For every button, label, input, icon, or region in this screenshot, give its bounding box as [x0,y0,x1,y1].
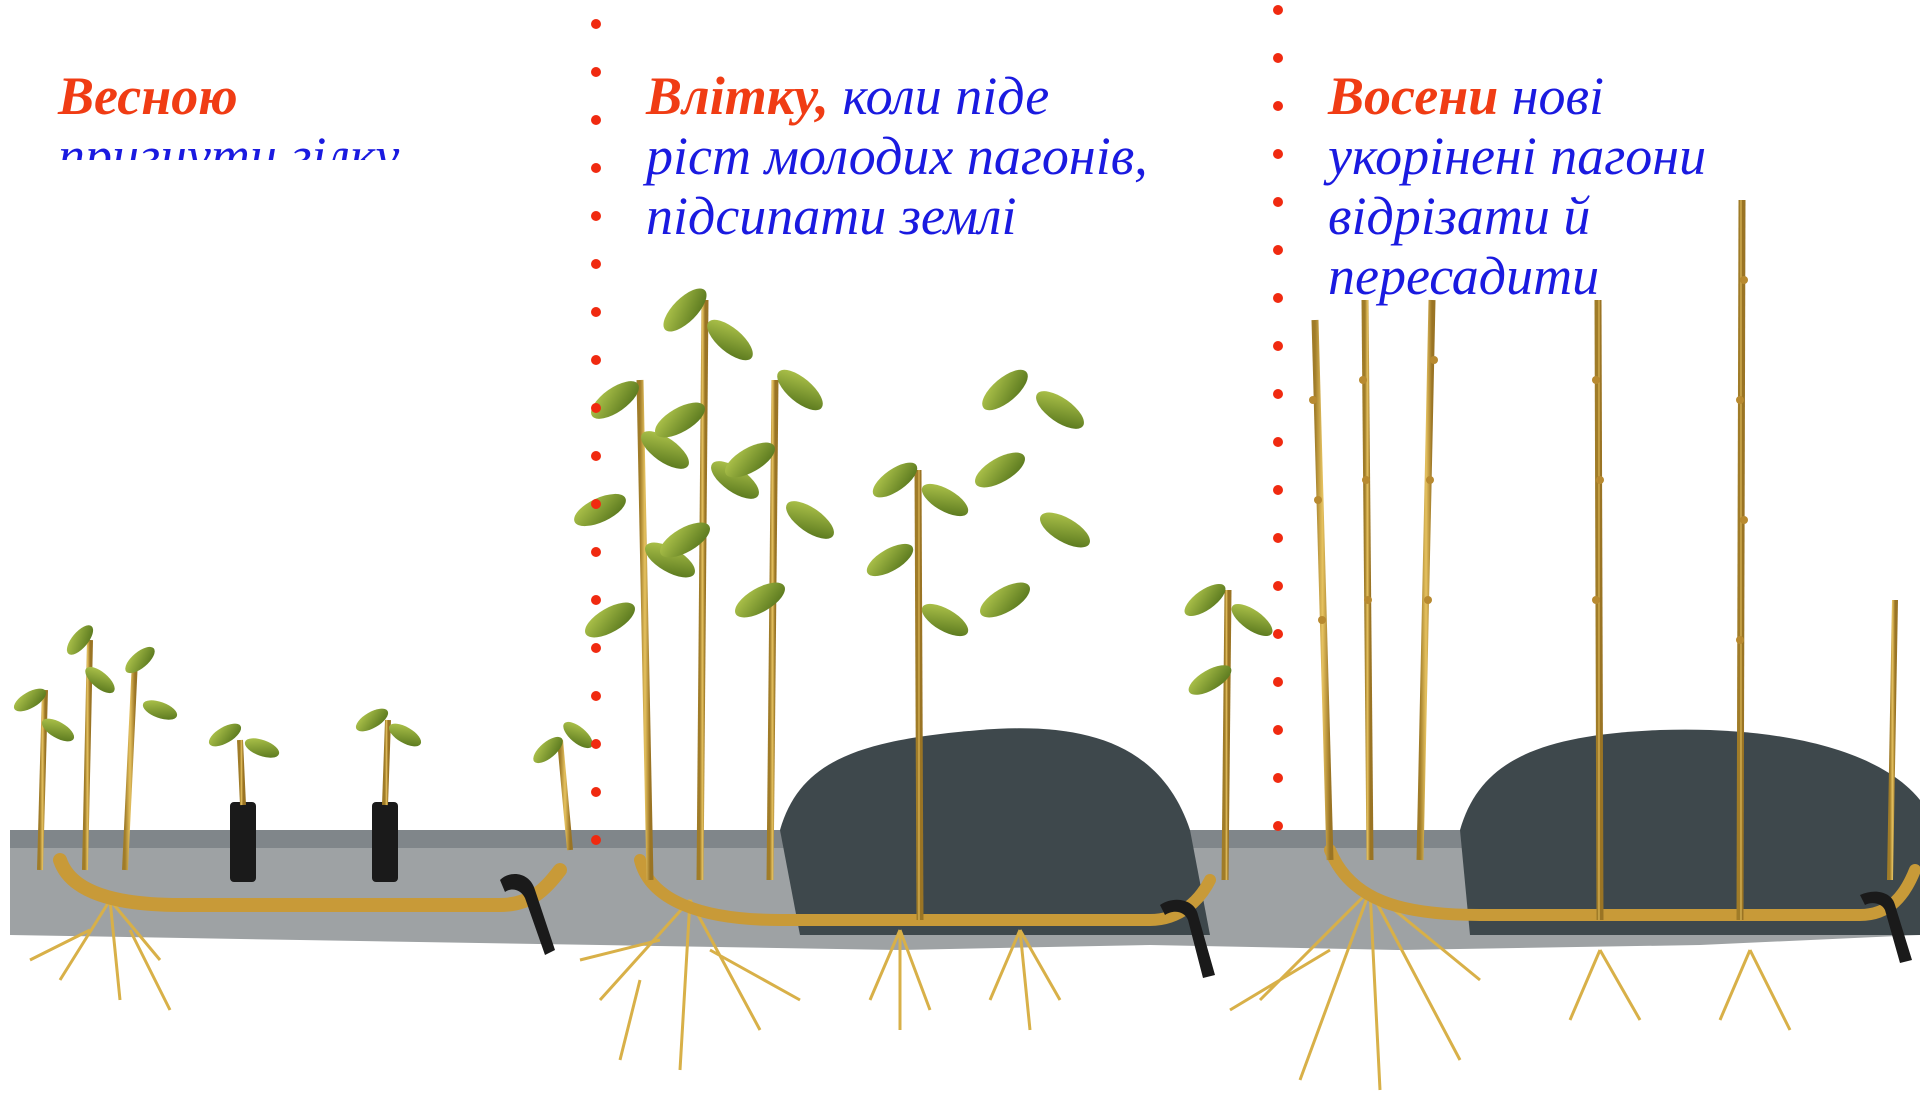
caption-spring-lead: Весною [58,66,238,126]
caption-summer-line3: підсипати землі [646,186,1017,246]
caption-autumn-line1: нові [1498,66,1604,126]
divider-left [591,19,601,845]
caption-autumn-line3: відрізати й [1328,186,1590,246]
soil-mound-autumn [1460,730,1920,935]
caption-autumn-lead: Восени [1328,66,1498,126]
caption-summer-lead: Влітку, [646,66,829,126]
caption-autumn-line4: пересадити [1328,246,1599,306]
caption-summer-line1: коли піде [829,66,1049,126]
caption-summer-line2: ріст молодих пагонів, [646,126,1148,186]
caption-autumn: Восени нові укорінені пагони відрізати й… [1328,66,1888,306]
caption-autumn-line2: укорінені пагони [1328,126,1706,186]
caption-summer: Влітку, коли піде ріст молодих пагонів, … [646,66,1266,246]
autumn-buds [1309,276,1748,644]
soil-mound-summer [780,728,1210,935]
caption-spring: Весною пригнути гілку [58,66,518,160]
caption-spring-text: пригнути гілку [58,126,518,160]
divider-right [1273,5,1283,831]
